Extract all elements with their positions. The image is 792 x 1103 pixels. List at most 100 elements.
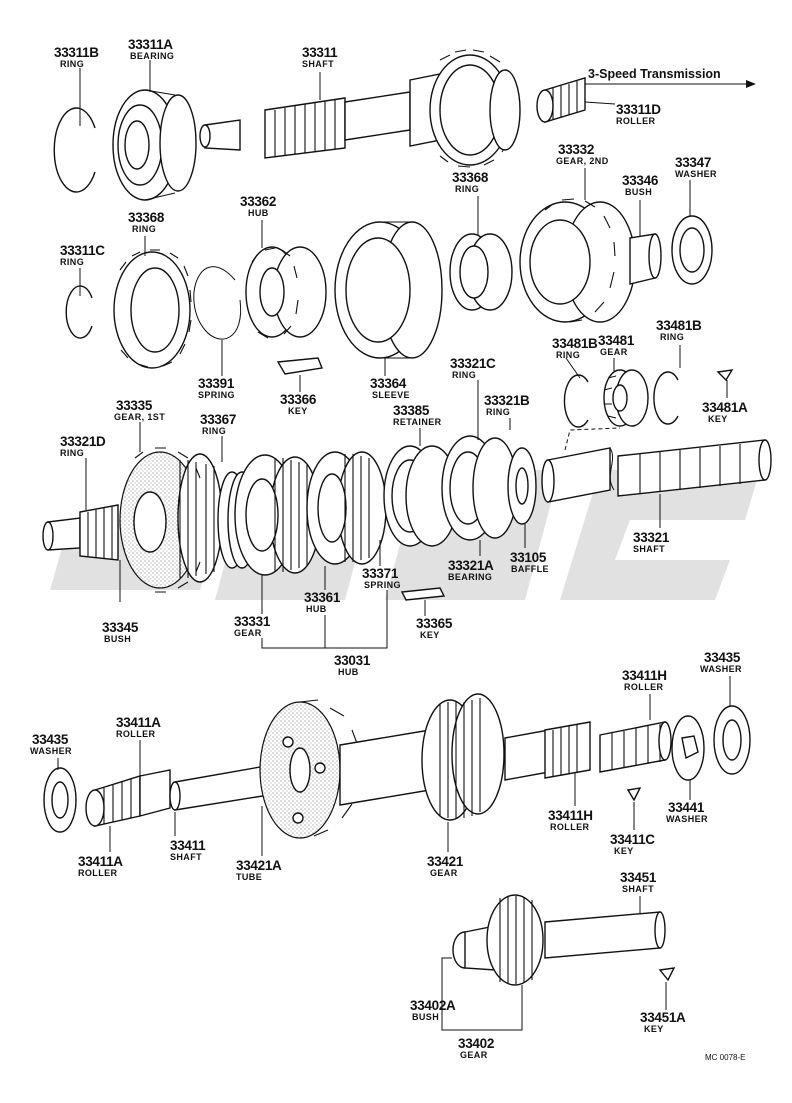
label-33391-id: 33391	[198, 376, 235, 391]
label-33031-name: HUB	[338, 667, 359, 677]
label-33402-name: GEAR	[460, 1050, 488, 1060]
label-33362-id: 33362	[240, 194, 276, 209]
label-33367-name: RING	[202, 426, 226, 436]
label-33481b-right-id: 33481B	[656, 318, 702, 333]
reverse-gear-33402	[452, 894, 544, 986]
label-33402a-id: 33402A	[410, 998, 456, 1013]
label-33411-id: 33411	[170, 838, 206, 853]
label-33441-name: WASHER	[666, 814, 708, 824]
bearing-33321a	[441, 435, 518, 541]
label-33105-name: BAFFLE	[511, 564, 549, 574]
label-33481a-name: KEY	[708, 414, 728, 424]
label-33411a-bottom-name: ROLLER	[78, 868, 117, 878]
washer-33435-left	[43, 767, 77, 833]
label-33481b-right-name: RING	[660, 332, 684, 342]
label-33451-name: SHAFT	[622, 884, 654, 894]
label-33411h-bottom-name: ROLLER	[550, 822, 589, 832]
label-33411-name: SHAFT	[170, 852, 202, 862]
label-33411a-bottom-id: 33411A	[78, 854, 123, 869]
reverse-shaft-33451	[544, 911, 666, 959]
key-33411c	[626, 787, 642, 802]
washer-33441	[671, 715, 705, 781]
label-33441-id: 33441	[668, 800, 705, 815]
label-33451a-name: KEY	[644, 1024, 664, 1034]
label-33371-id: 33371	[362, 566, 399, 581]
label-33411a-top-name: ROLLER	[116, 729, 155, 739]
label-33421a-name: TUBE	[236, 872, 262, 882]
label-33331-name: GEAR	[234, 628, 262, 638]
label-33421-id: 33421	[427, 854, 464, 869]
label-33321-id: 33321	[633, 530, 670, 545]
sleeve-33364	[334, 221, 443, 359]
key-33366	[276, 357, 323, 375]
label-33321d-name: RING	[60, 448, 84, 458]
label-33362-name: HUB	[248, 208, 269, 218]
label-33368-name: RING	[132, 224, 156, 234]
label-33311c-id: 33311C	[60, 243, 105, 258]
label-33345-name: BUSH	[104, 634, 131, 644]
label-33481b-left-name: RING	[556, 350, 580, 360]
label-33335-name: GEAR, 1ST	[114, 412, 165, 422]
label-33368-id: 33368	[128, 210, 165, 225]
gear-33481	[603, 369, 649, 427]
label-33311a-id: 33311A	[128, 37, 173, 52]
label-33335-id: 33335	[116, 398, 153, 413]
snap-ring-33311b	[53, 107, 96, 193]
bush-33346	[629, 233, 662, 285]
label-33321a-id: 33321A	[448, 558, 494, 573]
label-33411h-bottom-id: 33411H	[548, 808, 593, 823]
bearing-33311a	[112, 89, 197, 201]
label-33361-id: 33361	[304, 590, 341, 605]
row-counter-shaft	[43, 693, 751, 839]
label-33311-id: 33311	[302, 45, 338, 60]
label-33365-id: 33365	[416, 616, 453, 631]
label-33402-id: 33402	[458, 1036, 494, 1051]
label-33451-id: 33451	[620, 870, 657, 885]
part-labels: 33311B RING 33311A BEARING 33311 SHAFT 3…	[30, 37, 748, 1062]
label-33368b-name: RING	[455, 184, 479, 194]
label-33366-name: KEY	[288, 406, 308, 416]
label-33105-id: 33105	[510, 550, 547, 565]
label-33435-left-name: WASHER	[30, 746, 72, 756]
cluster-gear-33421	[339, 693, 591, 821]
label-33332-name: GEAR, 2ND	[556, 156, 609, 166]
row-reverse-shaft	[452, 894, 676, 986]
label-33481-id: 33481	[598, 333, 635, 348]
key-33365	[400, 587, 446, 601]
label-33346-id: 33346	[622, 173, 659, 188]
label-33332-id: 33332	[558, 142, 594, 157]
label-33331-id: 33331	[234, 614, 271, 629]
label-33411c-name: KEY	[614, 846, 634, 856]
roller-33411h	[599, 721, 672, 773]
spring-33391	[193, 266, 242, 340]
roller-33411a	[85, 769, 171, 827]
label-33347-name: WASHER	[675, 169, 717, 179]
baffle-33105	[507, 447, 537, 525]
label-33421-name: GEAR	[430, 868, 458, 878]
label-33311a-name: BEARING	[130, 51, 174, 61]
label-33411h-top-id: 33411H	[622, 668, 667, 683]
label-33346-name: BUSH	[625, 187, 652, 197]
label-33385-id: 33385	[393, 403, 430, 418]
synchro-ring-33368-b	[449, 233, 513, 311]
label-33364-id: 33364	[370, 376, 407, 391]
leader-lines	[57, 60, 731, 1031]
label-33311c-name: RING	[60, 257, 84, 267]
washer-33435-right	[713, 705, 751, 775]
label-33481b-left-id: 33481B	[552, 336, 598, 351]
label-33411h-top-name: ROLLER	[624, 682, 663, 692]
label-33321-name: SHAFT	[633, 544, 665, 554]
row-main-shaft	[42, 427, 772, 601]
hub-33361	[306, 451, 387, 565]
first-gear-33335	[119, 447, 223, 593]
diagram-title: 3-Speed Transmission	[588, 67, 721, 81]
synchro-ring-33368	[113, 249, 192, 369]
label-33366-id: 33366	[280, 392, 317, 407]
label-33031-id: 33031	[334, 653, 371, 668]
key-33481a	[716, 369, 734, 382]
idler-gear-group	[563, 369, 734, 428]
snap-ring-33311c	[65, 285, 93, 339]
label-33481-name: GEAR	[600, 347, 628, 357]
label-33321c-name: RING	[452, 370, 476, 380]
